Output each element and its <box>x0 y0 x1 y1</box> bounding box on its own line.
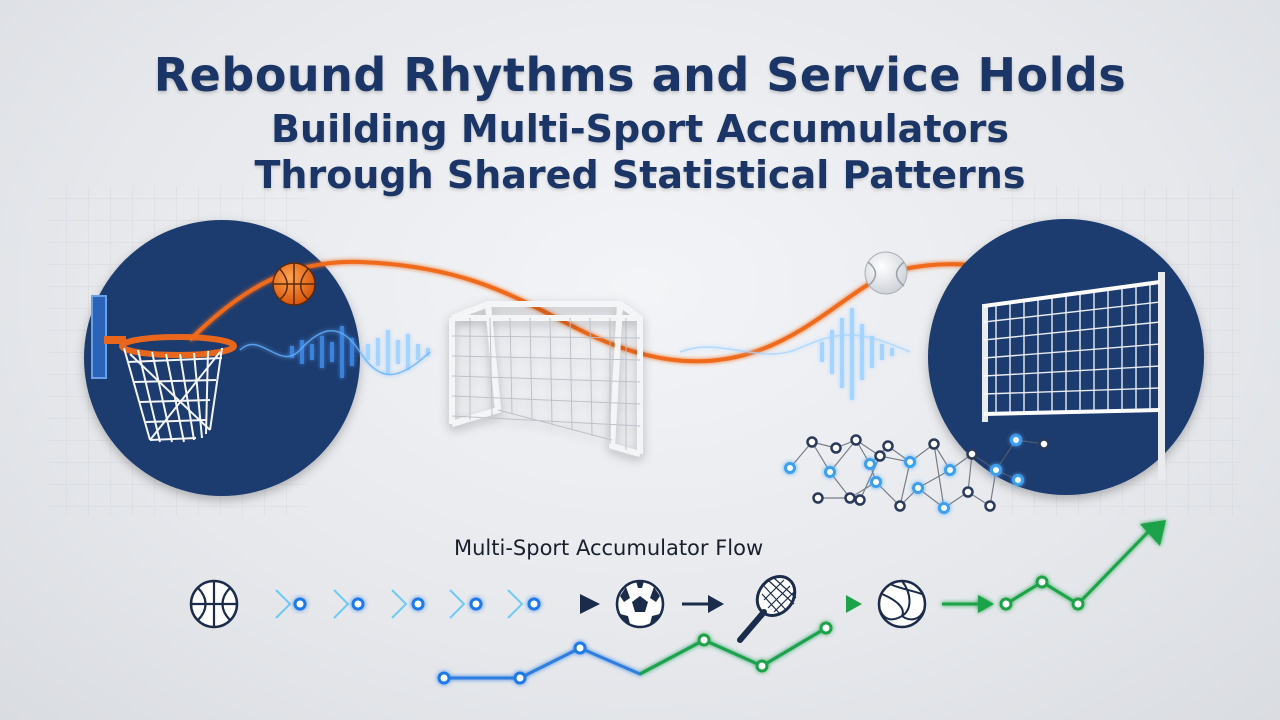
flow-soccer-ball-icon <box>615 579 665 629</box>
page-subtitle-line-1: Building Multi-Sport Accumulators <box>271 107 1009 151</box>
page-subtitle-line-2: Through Shared Statistical Patterns <box>254 153 1026 197</box>
flow-basketball-icon <box>189 579 239 629</box>
tennis-ball-icon <box>864 251 908 295</box>
flow-label: Multi-Sport Accumulator Flow <box>454 536 764 560</box>
basketball-hoop-icon <box>84 220 360 496</box>
flow-tennis-racket-icon <box>737 575 797 643</box>
flow-line-1 <box>256 589 600 619</box>
flow-arrow-2 <box>682 595 724 613</box>
page-title: Rebound Rhythms and Service Holds <box>153 48 1127 102</box>
volleyball-net-icon <box>928 219 1204 495</box>
trajectory-line <box>188 259 1082 364</box>
network-nodes-icon <box>784 434 1050 514</box>
basketball-icon <box>272 262 316 306</box>
trend-arrow-icon <box>942 520 1166 613</box>
title-block: Rebound Rhythms and Service Holds Buildi… <box>0 48 1280 198</box>
flow-arrow-3 <box>810 595 862 613</box>
soccer-goal-icon <box>449 301 643 457</box>
waveform-right <box>679 308 911 400</box>
flow-volleyball-icon <box>877 579 927 629</box>
waveform-left <box>239 326 431 378</box>
performance-line <box>437 621 833 685</box>
